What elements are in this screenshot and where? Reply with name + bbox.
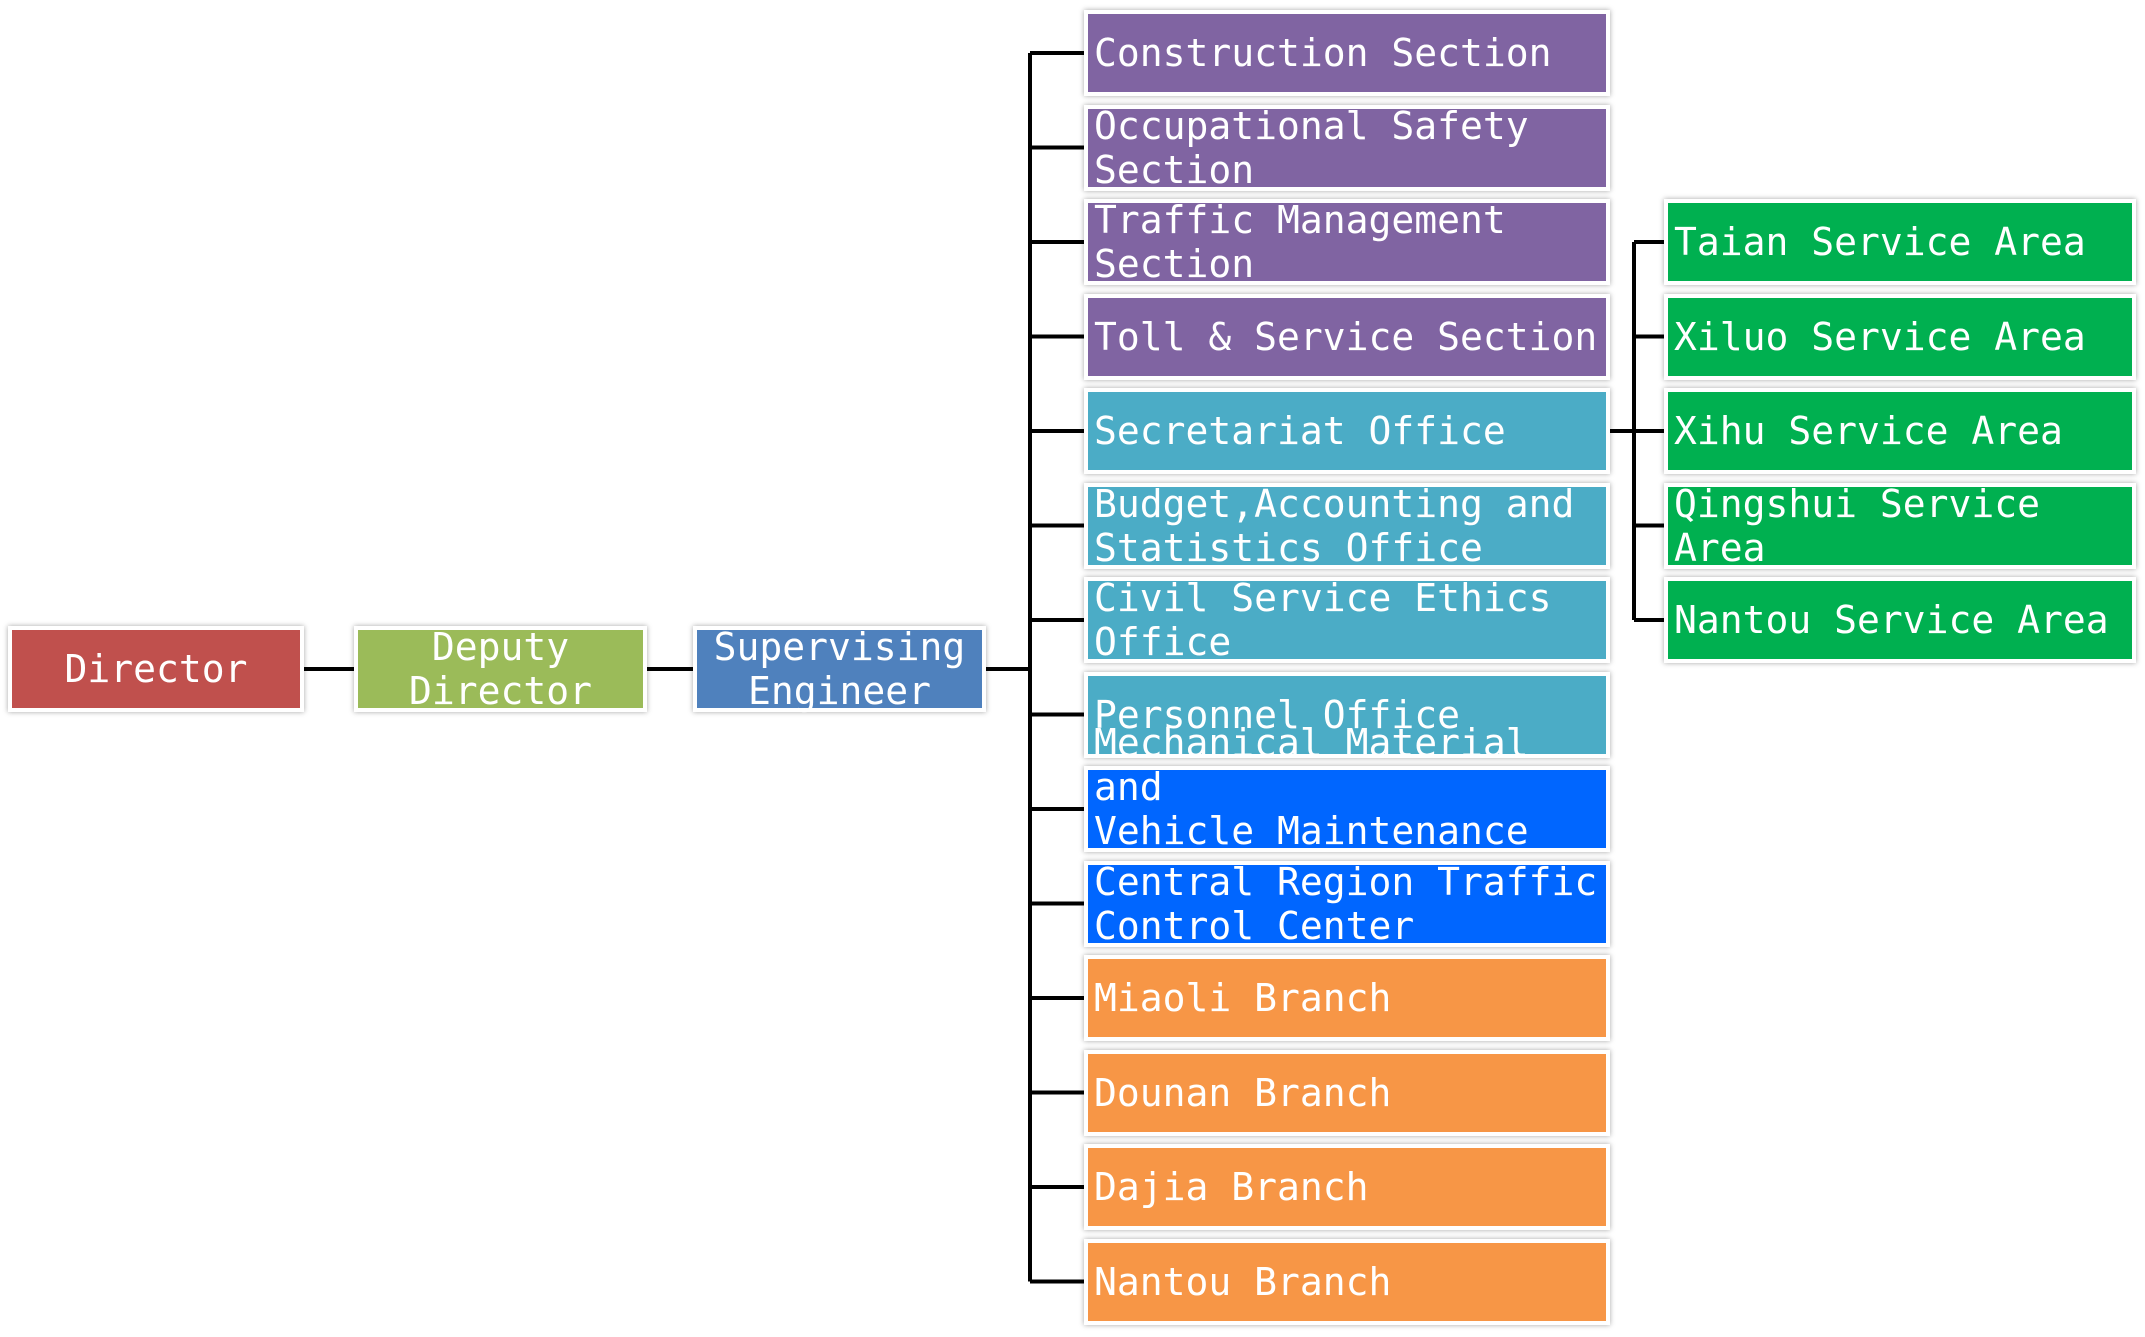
unit-label: Secretariat Office — [1094, 409, 1506, 453]
service-area-label: Taian Service Area — [1674, 220, 2086, 264]
director-label: Director — [64, 647, 248, 691]
unit-box: Personnel Office — [1084, 671, 1610, 758]
unit-box: Dounan Branch — [1084, 1049, 1610, 1136]
service-area-label: Xihu Service Area — [1674, 409, 2063, 453]
deputy-director-box: Deputy Director — [354, 625, 647, 713]
unit-box: Civil Service Ethics Office — [1084, 576, 1610, 664]
service-area-box: Nantou Service Area — [1664, 577, 2136, 663]
unit-label: Traffic Management Section — [1094, 198, 1506, 286]
service-area-box: Xiluo Service Area — [1664, 293, 2136, 380]
unit-label: Mechanical Material and Vehicle Maintena… — [1094, 721, 1529, 897]
director-box: Director — [8, 626, 304, 712]
unit-label: Dajia Branch — [1094, 1165, 1369, 1209]
service-area-label: Nantou Service Area — [1674, 598, 2109, 642]
service-area-box: Xihu Service Area — [1664, 388, 2136, 474]
supervising-engineer-box: Supervising Engineer — [693, 625, 986, 713]
unit-box: Dajia Branch — [1084, 1144, 1610, 1230]
service-area-label: Xiluo Service Area — [1674, 314, 2086, 359]
unit-label: Nantou Branch — [1094, 1259, 1392, 1304]
deputy-director-label: Deputy Director — [408, 625, 593, 713]
unit-box: Occupational Safety Section — [1084, 103, 1610, 192]
unit-label: Personnel Office — [1094, 692, 1461, 737]
unit-label: Dounan Branch — [1094, 1070, 1392, 1115]
service-area-box: Qingshui Service Area — [1664, 481, 2136, 570]
unit-label: Budget,Accounting and Statistics Office — [1094, 481, 1575, 570]
supervising-engineer-label: Supervising Engineer — [713, 625, 966, 713]
unit-label: Central Region Traffic Control Center — [1094, 859, 1598, 948]
unit-label: Miaoli Branch — [1094, 976, 1392, 1020]
unit-box: Budget,Accounting and Statistics Office — [1084, 481, 1610, 570]
unit-label: Occupational Safety Section — [1094, 103, 1529, 192]
service-area-label: Qingshui Service Area — [1674, 481, 2041, 570]
unit-box: Secretariat Office — [1084, 388, 1610, 474]
unit-label: Toll & Service Section — [1094, 314, 1598, 359]
unit-box: Miaoli Branch — [1084, 955, 1610, 1041]
unit-label: Construction Section — [1094, 31, 1552, 75]
unit-box: Toll & Service Section — [1084, 293, 1610, 380]
unit-box: Traffic Management Section — [1084, 198, 1610, 286]
unit-box: Central Region Traffic Control Center — [1084, 859, 1610, 948]
unit-box: Mechanical Material and Vehicle Maintena… — [1084, 721, 1610, 897]
service-area-box: Taian Service Area — [1664, 199, 2136, 285]
unit-box: Nantou Branch — [1084, 1238, 1610, 1325]
unit-label: Civil Service Ethics Office — [1094, 576, 1552, 664]
unit-box: Construction Section — [1084, 10, 1610, 96]
